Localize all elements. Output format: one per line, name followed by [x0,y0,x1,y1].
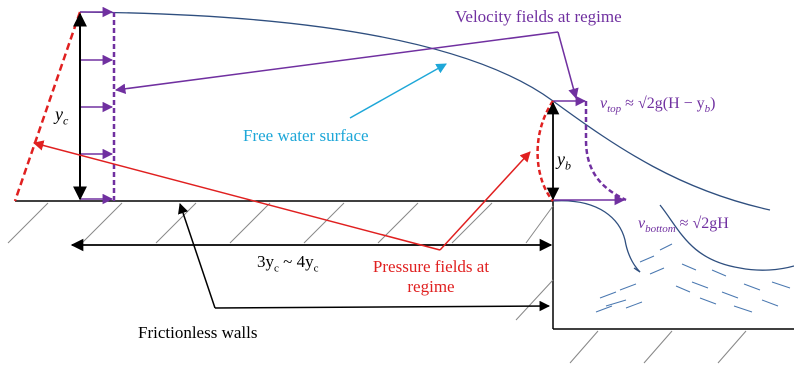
distance-label: 3yc ~ 4yc [257,252,319,275]
water-jet [552,200,794,273]
wall-hatching [7,202,747,364]
free-surface-label: Free water surface [243,126,369,145]
v-top-formula: vtop ≈ √2g(H − yb) [600,95,716,116]
velocity-fields-label: Velocity fields at regime [455,7,622,26]
v-bottom-formula: vbottom ≈ √2gH [638,215,729,236]
yb-label: yb [557,149,571,173]
frictionless-walls-label: Frictionless walls [138,323,258,342]
yc-label: yc [55,104,69,128]
pressure-triangle-left [13,11,82,202]
free-surface-arrow [349,63,447,119]
pressure-profile-brink [536,100,555,202]
velocity-profile-left [80,6,116,205]
velocity-label-arrows [114,31,579,100]
velocity-profile-brink [553,95,627,206]
frictionless-label-arrows [178,203,551,312]
splash-lines [595,243,791,313]
pressure-label-arrows [32,140,531,251]
free-surface-curve [79,11,771,211]
